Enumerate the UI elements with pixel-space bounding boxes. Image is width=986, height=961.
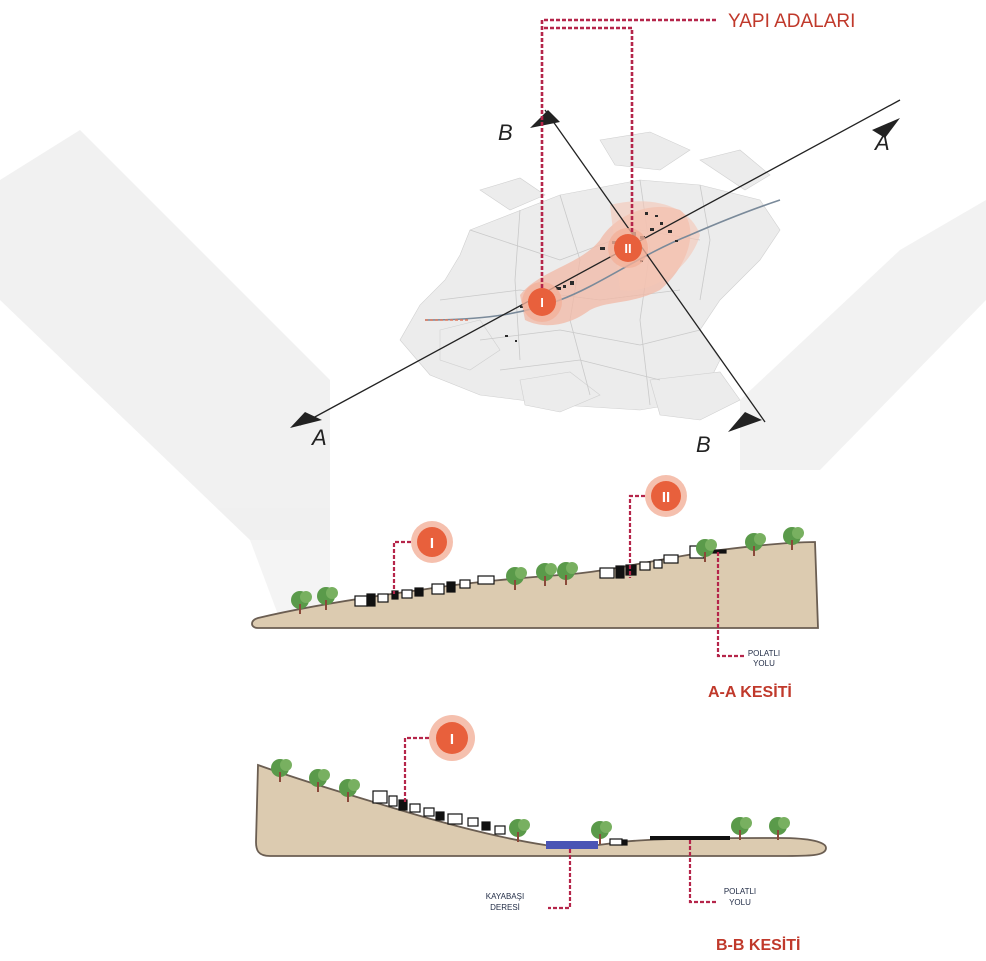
section-mark-a-top: A: [873, 130, 890, 155]
section-arrow-b-top: B: [498, 110, 560, 145]
leader-aa-road: [716, 552, 744, 658]
section-aa: I II POLATLI YOLU A-A KESİTİ: [251, 475, 819, 701]
section-arrow-b-bottom: B: [696, 412, 762, 457]
marker-aa-ii: II: [645, 475, 687, 517]
stream-label-1: KAYABAŞI: [486, 892, 524, 901]
section-line-a: [299, 99, 901, 426]
section-title-aa: A-A KESİTİ: [708, 683, 792, 701]
road-label-aa-2: YOLU: [753, 659, 775, 668]
svg-text:II: II: [624, 241, 631, 256]
road-line: [424, 199, 781, 321]
ground-profile-aa: [251, 541, 819, 629]
cluster-marker-i: I: [522, 282, 562, 322]
trees-aa: [291, 527, 804, 614]
title-leader: [540, 18, 718, 288]
ground-profile-bb: [255, 763, 827, 857]
leader-bb-stream: [548, 849, 572, 910]
stream-label-2: DERESİ: [490, 903, 520, 912]
road-polatli-bb: [650, 836, 730, 840]
road-label-bb-1: POLATLI: [724, 887, 756, 896]
page-title: YAPI ADALARI: [728, 11, 855, 32]
section-mark-b-bottom: B: [696, 432, 711, 457]
svg-text:I: I: [450, 731, 454, 748]
buildings-aa-i: [354, 575, 495, 607]
leader-bb-i: [403, 736, 429, 804]
trees-bb: [271, 759, 790, 844]
leader-aa-i: [392, 540, 411, 594]
stream-kayabasi: [546, 841, 598, 849]
leader-aa-ii: [628, 494, 645, 578]
section-mark-a-bottom: A: [310, 425, 327, 450]
svg-text:I: I: [430, 535, 434, 552]
marker-bb-i: I: [429, 715, 475, 761]
svg-text:II: II: [662, 489, 670, 506]
leader-bb-road: [688, 840, 716, 904]
section-bb: I KAYABAŞI DERESİ POLATLI YOLU B-B KESİT…: [255, 715, 827, 954]
section-title-bb: B-B KESİTİ: [716, 936, 800, 954]
cluster-marker-ii: II: [608, 228, 648, 268]
section-mark-b-top: B: [498, 120, 513, 145]
road-label-aa-1: POLATLI: [748, 649, 780, 658]
section-line-b: [544, 109, 766, 423]
road-label-bb-2: YOLU: [729, 898, 751, 907]
section-arrow-a-top: A: [872, 118, 900, 155]
marker-aa-i: I: [411, 521, 453, 563]
svg-text:I: I: [540, 295, 544, 310]
section-arrow-a-bottom: A: [290, 412, 327, 450]
plan-view: A A B B I II YAPI ADALARI: [290, 11, 901, 457]
buildings-bb: [372, 790, 628, 846]
